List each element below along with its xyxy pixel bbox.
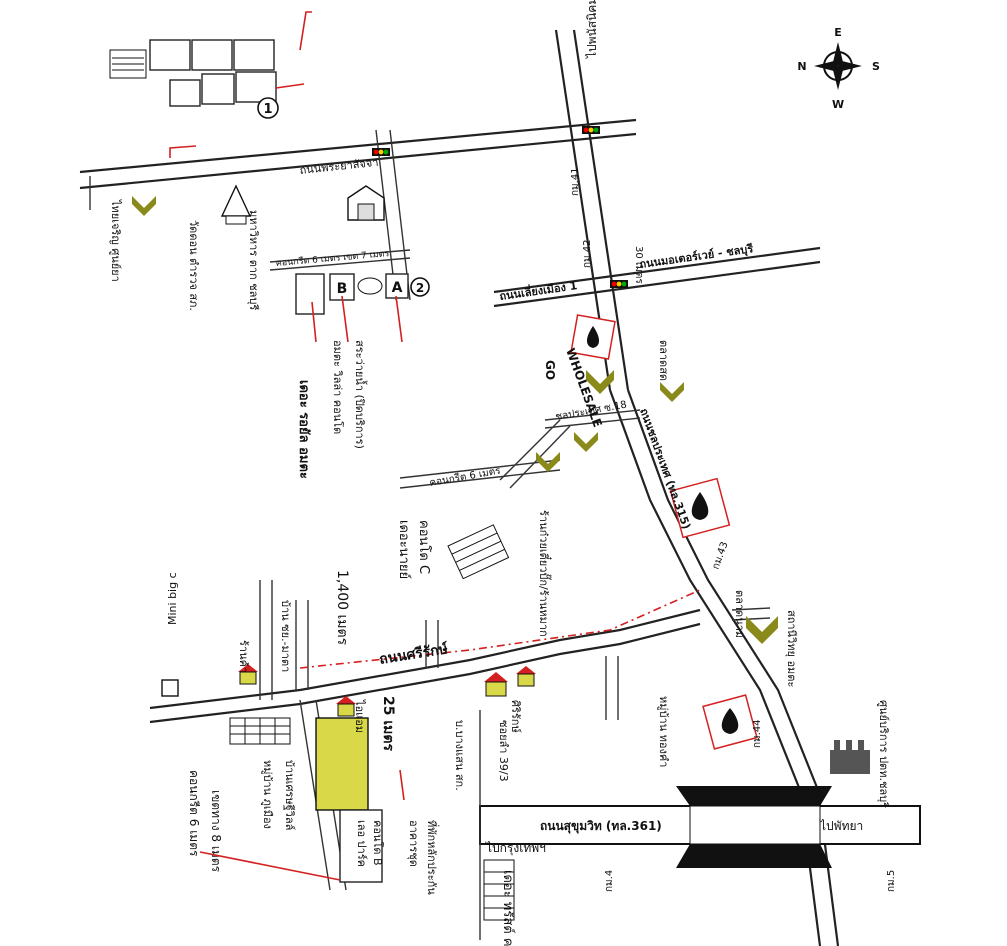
building-icon <box>447 524 510 580</box>
pool-shape <box>357 277 383 295</box>
label-rd-bottom-r: ไปพัทยา <box>819 819 863 833</box>
label-temple: มหาวิหาร ตาก ชลบุรี <box>247 210 260 310</box>
label-rd-top: ถนนพระยาสัจจา <box>299 156 379 177</box>
label-aiem: ไอแอม <box>353 699 366 733</box>
label-cirk: ศิริรักษ์ <box>509 700 522 733</box>
label-rd-bottom-l: ไปกรุงเทพฯ <box>485 841 546 856</box>
label-soi-jaymart: บ้าน ซย.-มาตา <box>279 600 292 672</box>
gas-drop-icon <box>570 314 758 750</box>
label-ptt: ตลาดสด <box>657 340 670 381</box>
svg-text:A: A <box>392 280 403 296</box>
label-rd-sukhumvit: ถนนสุขุมวิท (ทล.361) <box>540 819 662 834</box>
label-km44: กม.44 <box>752 719 763 748</box>
road-ring <box>493 246 821 308</box>
compass-icon: E N S W <box>797 26 880 111</box>
label-dearcondo: เดอะ ทรัสต์ คอนโด <box>500 870 516 946</box>
building-icon <box>483 859 515 921</box>
marker-1: 1 <box>257 97 279 119</box>
house-icon <box>238 664 536 717</box>
compass-s: S <box>872 60 880 73</box>
label-condoC: คอนโด C <box>416 520 432 574</box>
route-dashed-line <box>299 589 701 669</box>
marker-a: A <box>385 273 409 299</box>
label-tenant: ที่พักหลักประกัน <box>425 820 440 895</box>
condo-b-building <box>339 809 383 883</box>
label-sa: สถานีวิทยุ อมตะ <box>785 610 798 687</box>
road-top-horizontal <box>79 118 637 190</box>
label-thesoi: ซอยลำ 39/3 <box>497 720 510 782</box>
label-ampro: อาคารชุด <box>407 820 420 867</box>
label-soi-conc: คอนกรีต 6 เมตร <box>428 465 502 489</box>
svg-text:B: B <box>337 281 348 297</box>
label-km5: กม.5 <box>886 870 897 892</box>
factory-icon <box>830 740 870 774</box>
label-rd-right: ถนนมอเตอร์เวย์ - ชลบุรี <box>639 242 755 272</box>
chevron-shop-icon <box>132 196 778 644</box>
pointer-lines <box>169 11 405 881</box>
label-soi-conc2: คอนกรีต 6 เมตร เขต 7 เมตร <box>275 248 390 269</box>
label-bridge: เดอะนายย์ <box>396 520 412 579</box>
label-amata-condo: อมตะ วิลล่า คอนโด <box>331 340 345 434</box>
road-sriraksa <box>149 608 701 724</box>
road-sukhumvit <box>479 786 921 868</box>
building-cluster-top <box>109 39 277 107</box>
label-village2: หมู่บ้าน ทองคำ <box>657 696 670 767</box>
block-3-frame <box>295 273 325 315</box>
building-icon <box>347 185 385 221</box>
label-go: GO <box>543 360 557 380</box>
bigc-icon <box>161 679 179 697</box>
label-km42: กม.42 <box>582 239 593 268</box>
compass-n: N <box>797 60 806 73</box>
label-km43: กม.43 <box>710 540 730 571</box>
marker-2: 2 <box>410 277 430 297</box>
label-gas: ตลาดนาม <box>733 590 746 638</box>
label-lepark: เลอ ปาร์ค <box>355 820 368 867</box>
label-rd-left: ไปพนัสนิคม <box>585 0 599 59</box>
label-d30: 30 เมตร <box>633 246 644 284</box>
label-d1400: 1,400 เมตร <box>334 570 350 646</box>
project-site <box>315 717 369 811</box>
compass-e: E <box>834 26 842 39</box>
svg-text:2: 2 <box>416 281 424 295</box>
label-bangsai: บ.บางแสน สก. <box>453 720 466 791</box>
label-sakul: หมู่บ้าน ภูเมือง <box>261 760 274 829</box>
label-pruksa: บ้านเศรษฐีวิลล์ <box>283 760 296 830</box>
label-d25: 25 เมตร <box>380 696 396 751</box>
marker-b: B <box>329 273 355 301</box>
label-thaiju: ไทยเจริญ ศูนย์ยา <box>109 199 122 282</box>
compass-w: W <box>832 98 844 111</box>
label-shop-near: ร้านก๋วยเตี๋ยวปั๊ก/ร้านหมาก <box>537 510 553 637</box>
label-market: ศูนย์บริการ ปตท.ชลบุรี <box>877 700 890 808</box>
label-km4: กม.4 <box>604 870 615 892</box>
label-pool: สระว่ายน้ำ (ปิดบริการ) <box>353 340 368 449</box>
label-wat: วัดดอน ตำรวจ สภ. <box>187 220 200 311</box>
svg-text:1: 1 <box>263 102 272 117</box>
traffic-light-icon <box>372 126 628 288</box>
label-condoB: คอนโด B <box>371 820 385 866</box>
label-royal: เดอะ รอยัล อมตะ <box>296 380 311 479</box>
building-icon <box>229 717 291 745</box>
label-khongkrit: คอนกรีต 6 เมตร <box>187 770 201 857</box>
label-km41: กม.41 <box>570 167 581 196</box>
label-khet: เขตทาง 8 เมตร <box>209 790 223 873</box>
label-rd-315: ถนนชลประเทศ (ทล.315) <box>637 407 693 531</box>
label-minibigc: Mini big c <box>166 572 179 625</box>
label-mart: ร้านค้า <box>237 640 250 673</box>
temple-icon <box>220 184 252 225</box>
